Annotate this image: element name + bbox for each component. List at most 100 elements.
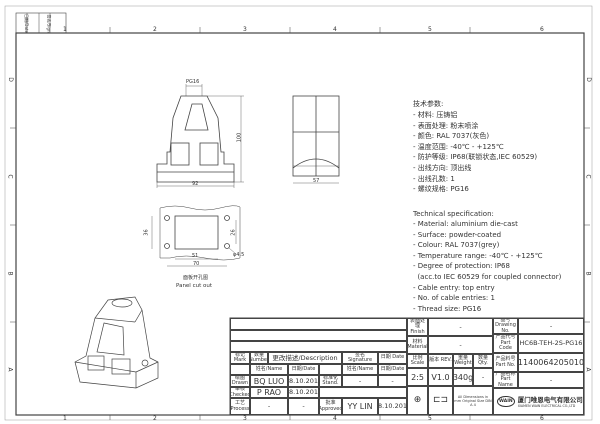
drawing-no-label: 图号 Drawing No. <box>493 318 518 334</box>
date-header: 日期 Date <box>378 352 407 364</box>
stand-label: 标准化 Stand. <box>319 375 342 387</box>
checked-name: P RAO <box>250 387 288 398</box>
company-name-cn: 厦门唯恩电气有限公司 <box>517 395 583 404</box>
spec-cn-line: - 表面处理: 粉末喷涂 <box>413 121 479 130</box>
side-view <box>292 95 340 184</box>
column-label: 3 <box>243 415 247 422</box>
spec-cn-line: - 出线孔数: 1 <box>413 174 455 183</box>
spec-en-list: - Material: aluminium die-cast - Surface… <box>413 219 561 314</box>
column-label: 1 <box>63 415 67 422</box>
front-view <box>156 84 244 188</box>
cutout-height-inner: 26 <box>230 229 237 236</box>
finish-value: - <box>428 318 493 336</box>
description-header: 更改描述/Description <box>268 352 342 364</box>
row-label: B <box>6 271 14 276</box>
drawn-name: BQ LUO <box>250 375 288 387</box>
cutout-inner-width: 51 <box>192 253 199 259</box>
qty-label: 数量 Qty. <box>473 354 493 368</box>
process-date: - <box>288 398 319 415</box>
spec-cn-list: - 材料: 压铸铝 - 表面处理: 粉末喷涂 - 颜色: RAL 7037(灰色… <box>413 110 537 195</box>
cone-projection-icon: ⊏⊐ <box>432 394 449 405</box>
row-label: A <box>584 367 592 372</box>
company-name-en: XIAMEN WAIN ELECTRICAL CO.,LTD <box>517 403 576 408</box>
blank-row <box>230 341 407 352</box>
part-no-label: 产品料号 Part No. <box>493 353 518 372</box>
material-value: - <box>428 336 493 354</box>
column-label: 2 <box>153 415 157 422</box>
drawn-label: 绘图 Drawn <box>230 375 250 387</box>
diagonal-cell <box>319 364 342 375</box>
spec-en-line: - Material: aluminium die-cast <box>413 220 518 228</box>
spec-en-line: - No. of cable entries: 1 <box>413 294 495 303</box>
part-name-value: - <box>518 372 584 388</box>
mark-header: 标记 Mark <box>230 352 250 364</box>
spec-en-line: - Degree of protection: IP68 <box>413 262 510 271</box>
row-label: D <box>584 77 592 82</box>
spec-cn-title: 技术参数: <box>413 100 444 108</box>
drawing-no-value: - <box>518 318 584 334</box>
spec-en-line: - Colour: RAL 7037(grey) <box>413 241 500 250</box>
stand-date: - <box>378 375 407 387</box>
checked-date: 18.10.2010 <box>288 387 319 398</box>
diagonal-cell <box>230 364 250 375</box>
outer-border <box>4 5 593 421</box>
drawn-date: 18.10.2010 <box>288 375 319 387</box>
spec-cn-line: - 出线方向: 顶出线 <box>413 163 472 172</box>
approved-name: YY LIN <box>342 398 378 415</box>
column-label: 5 <box>428 415 432 422</box>
row-label: B <box>584 271 592 276</box>
rev-label: 版本 REV. <box>428 354 453 368</box>
spec-en-title: Technical specification: <box>413 210 494 218</box>
height-dimension: 100 <box>236 132 243 143</box>
checked-label: 审核 Checked <box>230 387 250 398</box>
process-name: - <box>250 398 288 415</box>
company-logo: WAIN <box>497 395 515 408</box>
projection-symbol-cell: ⊕ <box>407 386 428 415</box>
hole-diameter: φ4.5 <box>233 252 245 258</box>
spec-en-line: - Cable entry: top entry <box>413 283 495 292</box>
part-name-label: 产品名称 Part Name <box>493 372 518 388</box>
part-code-value: HC6B-TEH-2S-PG16 <box>518 334 584 353</box>
spec-cn-line: - 螺纹规格: PG16 <box>413 185 469 194</box>
finish-label: 表面处理 Finish <box>407 318 428 336</box>
depth-dimension: 57 <box>313 178 320 184</box>
projection-symbol-icon: ⊕ <box>413 394 422 405</box>
cutout-height-outer: 36 <box>143 229 150 236</box>
panel-cutout-view <box>151 205 241 267</box>
revision-strip-label: 日期/Date <box>23 14 29 33</box>
row-label: D <box>6 77 14 82</box>
approved-label: 批准 Approved <box>319 398 342 415</box>
row-label: C <box>6 174 14 179</box>
spec-en-line: - Temperature range: -40℃ - +125℃ <box>413 251 543 260</box>
name-header-2: 姓名/Name <box>342 364 378 375</box>
scale-label: 比例 Scale <box>407 354 428 368</box>
scale-value: 2:5 <box>407 368 428 386</box>
weight-label: 重量 Weight <box>453 354 473 368</box>
blank-row <box>230 318 407 330</box>
signature-header: 签名 Signature <box>342 352 378 364</box>
part-no-value: 1140064205010 <box>518 353 584 372</box>
blank-cell <box>319 387 407 398</box>
revision-strip-label: 签名/Sign <box>46 14 52 33</box>
spec-cn-line: - 温度范围: -40℃ - +125℃ <box>413 142 504 151</box>
column-label: 6 <box>540 26 544 33</box>
width-dimension: 92 <box>192 181 199 187</box>
row-label: A <box>6 367 14 372</box>
spec-cn-line: - 防护等级: IP68(联锁状态,IEC 60529) <box>413 153 538 162</box>
column-label: 4 <box>333 26 337 33</box>
stand-name: - <box>342 375 378 387</box>
spec-en-line: - Thread size: PG16 <box>413 304 482 313</box>
row-label: C <box>584 174 592 179</box>
rev-value: V1.0 <box>428 368 453 386</box>
cutout-caption-cn: 面板开孔图 <box>183 275 209 281</box>
column-label: 1 <box>63 26 67 33</box>
company-block: WAIN 厦门唯恩电气有限公司 XIAMEN WAIN ELECTRICAL C… <box>493 388 584 415</box>
spec-en-line: - Surface: powder-coated <box>413 230 502 239</box>
weight-value: 340g <box>453 368 473 386</box>
name-header: 姓名/Name <box>250 364 288 375</box>
column-label: 3 <box>243 26 247 33</box>
spec-cn-line: - 材料: 压铸铝 <box>413 111 458 119</box>
date-subheader: 日期/Date <box>288 364 319 375</box>
cutout-caption-en: Panel cut out <box>176 283 213 289</box>
